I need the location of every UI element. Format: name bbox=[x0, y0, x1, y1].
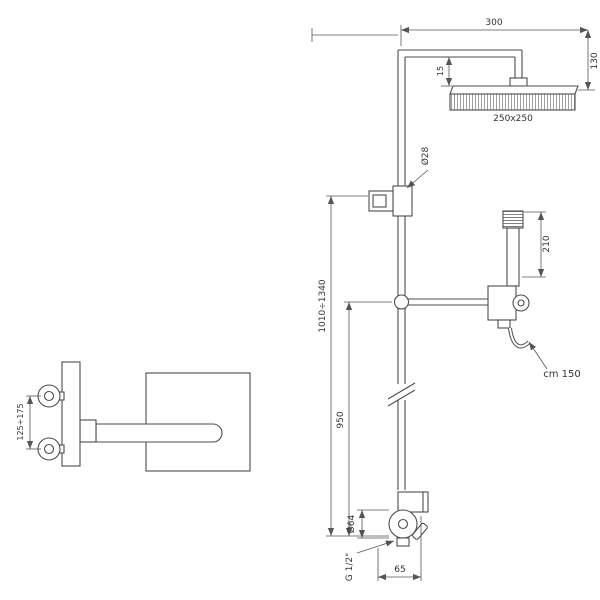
dim-handshower-length: 210 bbox=[522, 211, 552, 278]
head-connector bbox=[509, 77, 528, 87]
mixer-handle bbox=[412, 522, 428, 540]
dim-label-g12: G 1/2" bbox=[345, 553, 355, 581]
dim-label-1010-1340: 1010÷1340 bbox=[318, 279, 328, 333]
hand-shower bbox=[502, 210, 524, 287]
dim-riser-diameter: Ø28 bbox=[406, 146, 431, 189]
dimension-annotations: 300 130 15 250x250 Ø28 210 bbox=[16, 18, 600, 581]
wall-mixer-detail bbox=[37, 361, 251, 472]
dim-label-d64: Ø64 bbox=[346, 514, 357, 533]
dim-outlet-offset: 65 bbox=[377, 516, 422, 581]
break-marks bbox=[387, 382, 416, 407]
dim-label-d28: Ø28 bbox=[420, 146, 431, 165]
diverter-valve bbox=[368, 185, 413, 217]
dim-arm-projection: 300 bbox=[311, 18, 588, 46]
mixer-body bbox=[397, 491, 429, 513]
dim-head-size: 250x250 bbox=[493, 114, 533, 124]
shower-arm bbox=[398, 49, 528, 87]
dim-label-cm150: cm 150 bbox=[543, 369, 581, 380]
dim-mixer-centers: 125÷175 bbox=[16, 395, 41, 450]
hand-shower-handle bbox=[506, 227, 520, 287]
dim-label-15: 15 bbox=[436, 66, 445, 76]
dim-connection-thread: G 1/2" bbox=[345, 540, 395, 581]
flexible-hose bbox=[508, 327, 531, 349]
dim-label-130: 130 bbox=[590, 52, 600, 69]
rain-shower-head bbox=[449, 85, 579, 111]
inlet-stub bbox=[396, 537, 410, 547]
dim-label-65: 65 bbox=[394, 565, 405, 575]
dim-escutcheon-diameter: Ø64 bbox=[346, 509, 389, 539]
dim-label-210: 210 bbox=[542, 235, 552, 252]
dim-label-300: 300 bbox=[485, 18, 502, 28]
square-plate bbox=[145, 372, 251, 472]
hand-shower-head bbox=[502, 210, 524, 229]
shower-holder bbox=[487, 285, 530, 329]
bottom-mixer bbox=[388, 491, 429, 547]
holder-knob bbox=[512, 294, 530, 312]
spray-face bbox=[449, 93, 576, 111]
dim-label-250x250: 250x250 bbox=[493, 114, 533, 124]
holder-arm bbox=[393, 294, 488, 310]
dim-label-950: 950 bbox=[336, 411, 346, 428]
dim-hose-length: cm 150 bbox=[528, 341, 581, 380]
dim-head-drop: 130 bbox=[578, 30, 600, 91]
dim-total-height: 1010÷1340 bbox=[318, 195, 389, 537]
riser-junction bbox=[393, 294, 410, 310]
spout-base bbox=[79, 419, 97, 443]
mixer-knob-top bbox=[37, 384, 61, 408]
mixer-knob-bottom bbox=[37, 437, 61, 461]
dim-riser-length: 950 bbox=[336, 301, 392, 536]
hose-outlet bbox=[497, 319, 511, 329]
mixer-plate bbox=[61, 361, 81, 467]
dim-label-125-175: 125÷175 bbox=[16, 403, 25, 440]
spout bbox=[95, 423, 223, 443]
shower-column bbox=[368, 49, 579, 547]
riser-pipe bbox=[397, 50, 406, 490]
dim-head-clearance: 15 bbox=[436, 56, 453, 87]
